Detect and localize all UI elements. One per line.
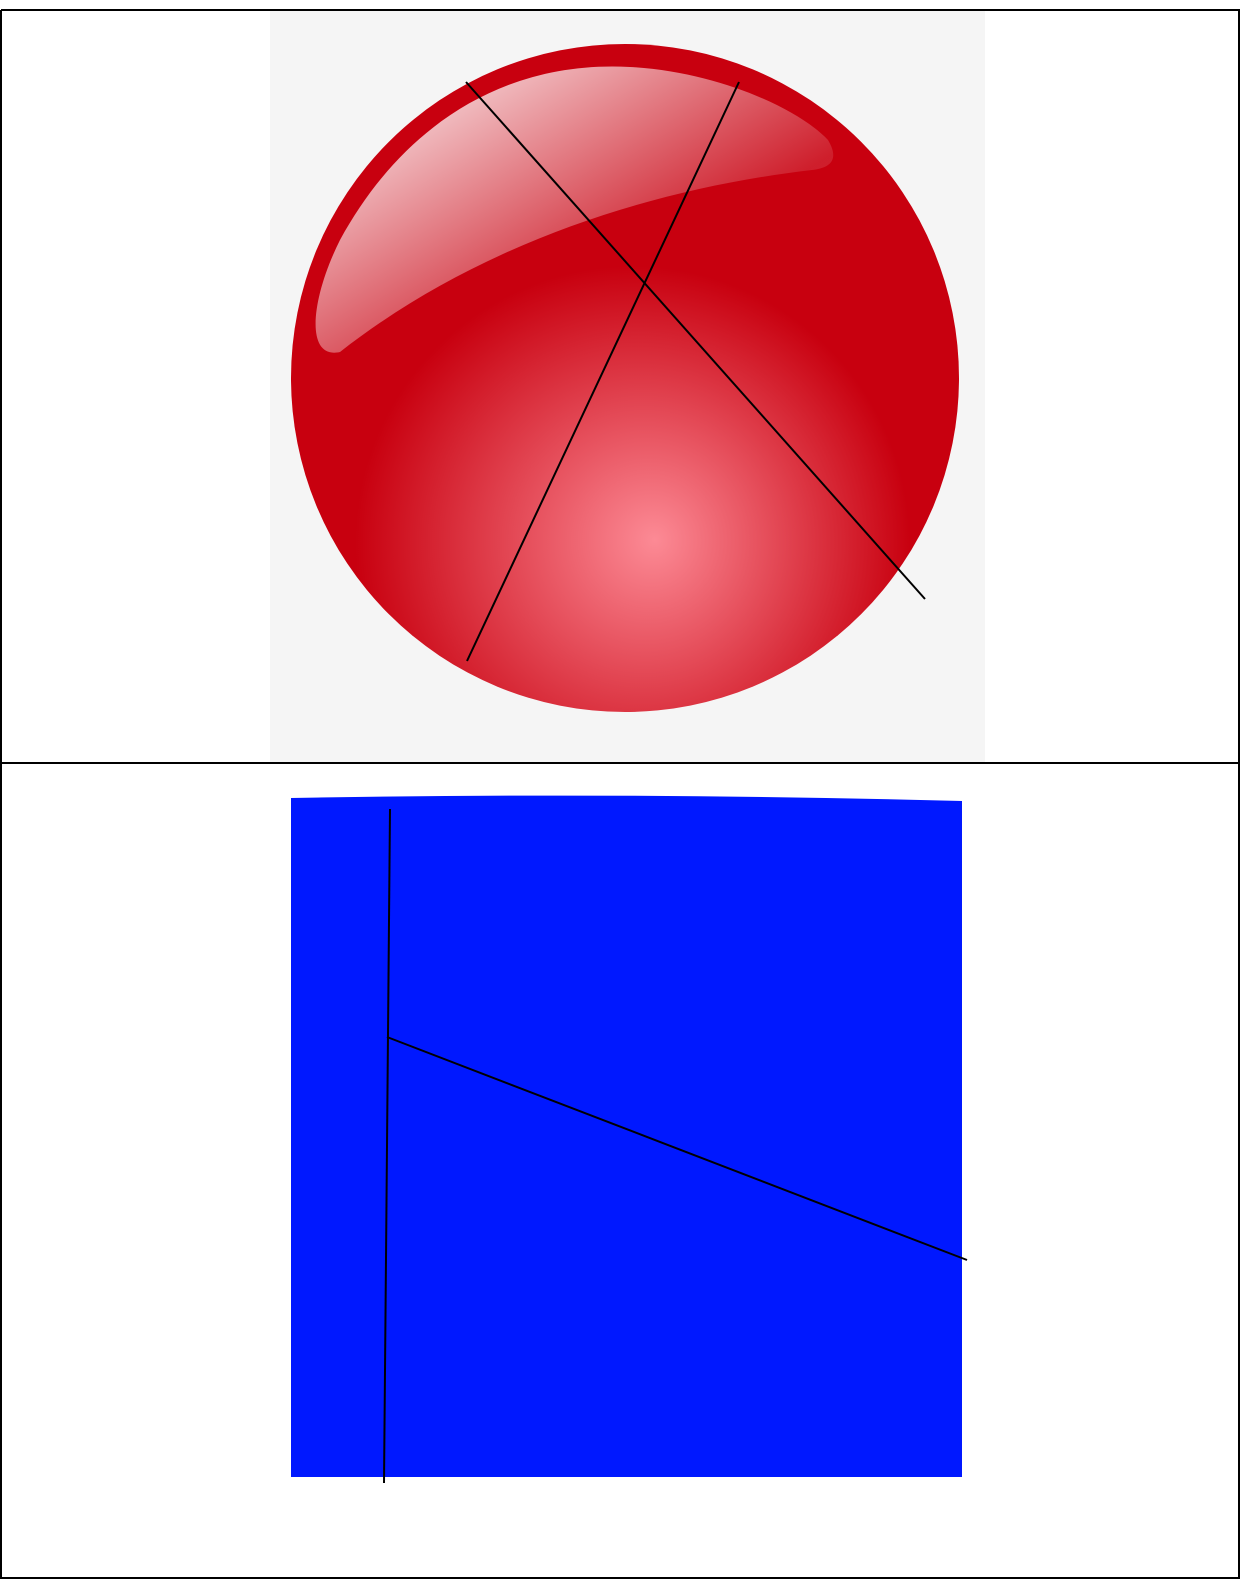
square-line-vertical bbox=[383, 808, 391, 1484]
blue-square bbox=[291, 795, 962, 1477]
table-row-1 bbox=[270, 10, 985, 762]
sphere-highlight bbox=[315, 66, 834, 353]
table-borders bbox=[0, 9, 1240, 1579]
square-line-slanted bbox=[386, 1036, 968, 1261]
sphere-line-diagonal bbox=[465, 81, 926, 600]
table-row-2 bbox=[291, 795, 968, 1484]
sphere-line-steep bbox=[466, 81, 740, 662]
